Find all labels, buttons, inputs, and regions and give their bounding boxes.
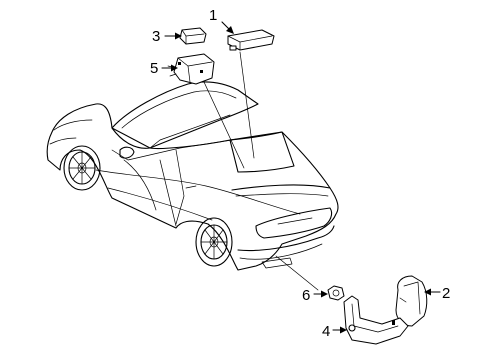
- side-mirror: [119, 146, 135, 159]
- part-3-module: [179, 27, 207, 45]
- leader-line-6-area: [275, 255, 319, 291]
- part-6-nut: [327, 285, 345, 301]
- rear-wheel: [195, 217, 233, 267]
- tail-light: [255, 207, 333, 239]
- leader-line-5: [203, 81, 245, 169]
- callout-arrows: [161, 21, 441, 334]
- callout-2: 2: [442, 285, 450, 302]
- callout-3: 3: [152, 28, 160, 45]
- leader-line-1: [239, 51, 255, 159]
- callout-6: 6: [302, 287, 310, 304]
- part-2-bracket: [395, 275, 428, 327]
- part-1-module: [227, 29, 275, 51]
- part-5-bracket: [167, 53, 215, 85]
- rear-window: [229, 131, 295, 173]
- part-4-bracket: [343, 295, 409, 345]
- callout-4: 4: [322, 323, 330, 340]
- callout-1: 1: [209, 7, 217, 24]
- front-wheel: [63, 145, 101, 191]
- vehicle-illustration: [46, 81, 339, 271]
- callout-5: 5: [150, 60, 158, 77]
